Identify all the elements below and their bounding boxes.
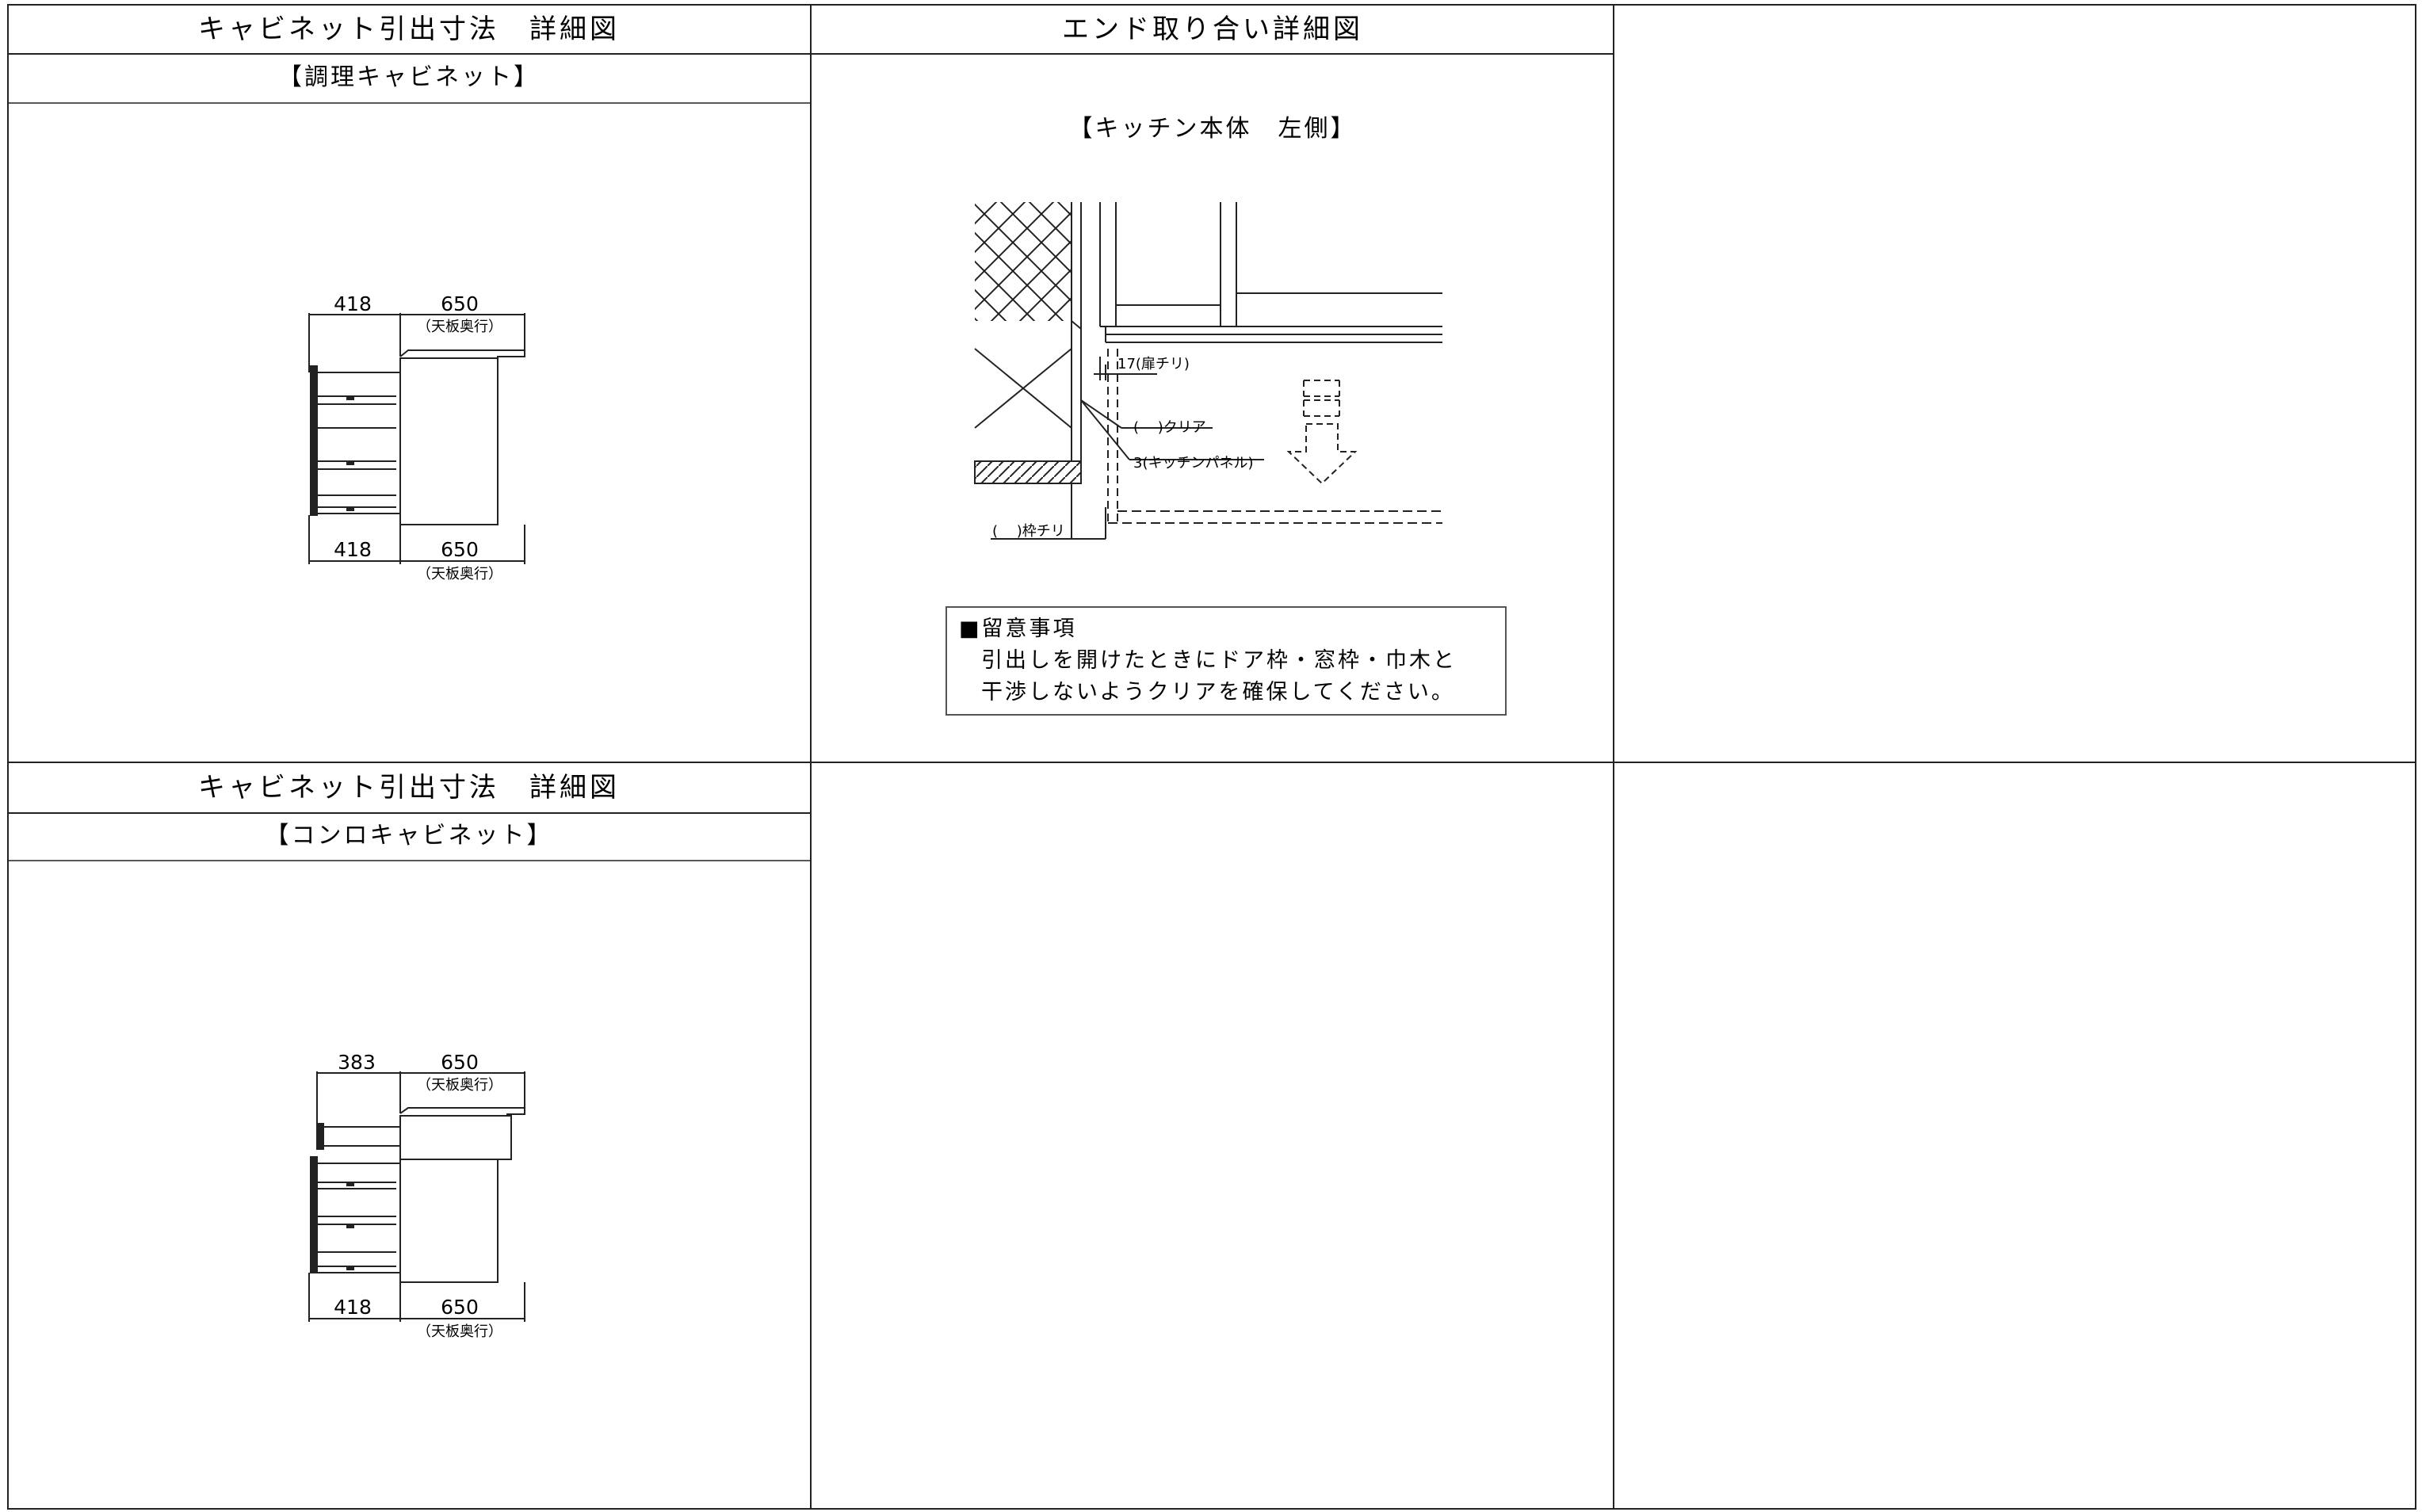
p1-bottom-pull-dim: 418 [334,538,372,561]
panel4-header: キャビネット引出寸法 詳細図 [198,772,620,804]
clear-label: ( )クリア [1133,419,1206,436]
frame-clearance-label: ( )枠チリ [992,523,1065,540]
p4-top-pull-dim: 383 [338,1051,376,1074]
p1-bottom-depth-dim: 650 [441,538,479,561]
p1-top-depth-note: （天板奥行） [417,319,502,335]
notes-line1: 引出しを開けたときにドア枠・窓枠・巾木と [981,648,1457,673]
panel4-subheader: 【コンロキャビネット】 [266,822,553,850]
p1-top-depth-dim: 650 [441,292,479,315]
notes-line2: 干渉しないようクリアを確保してください。 [981,680,1455,704]
grid-frame [7,4,2416,1510]
notes-box [945,606,1507,716]
cooking-cabinet-drawing [308,313,525,564]
p1-top-pull-dim: 418 [334,292,372,315]
notes-title: ■留意事項 [959,617,1077,641]
kitchen-panel-label: 3(キッチンパネル) [1133,455,1254,472]
door-clearance-label: 17(扉チリ) [1117,356,1190,372]
panel1-header: キャビネット引出寸法 詳細図 [198,13,620,45]
p4-bottom-pull-dim: 418 [334,1296,372,1319]
p1-bottom-depth-note: （天板奥行） [417,566,502,582]
panel2-header: エンド取り合い詳細図 [1062,13,1363,45]
panel2-subheader: 【キッチン本体 左側】 [1069,115,1357,143]
panel1-subheader: 【調理キャビネット】 [278,63,540,91]
p4-bottom-depth-dim: 650 [441,1296,479,1319]
end-detail-drawing [974,202,1442,540]
p4-top-depth-dim: 650 [441,1051,479,1074]
stove-cabinet-drawing [308,1071,525,1322]
p4-bottom-depth-note: （天板奥行） [417,1323,502,1340]
p4-top-depth-note: （天板奥行） [417,1077,502,1094]
